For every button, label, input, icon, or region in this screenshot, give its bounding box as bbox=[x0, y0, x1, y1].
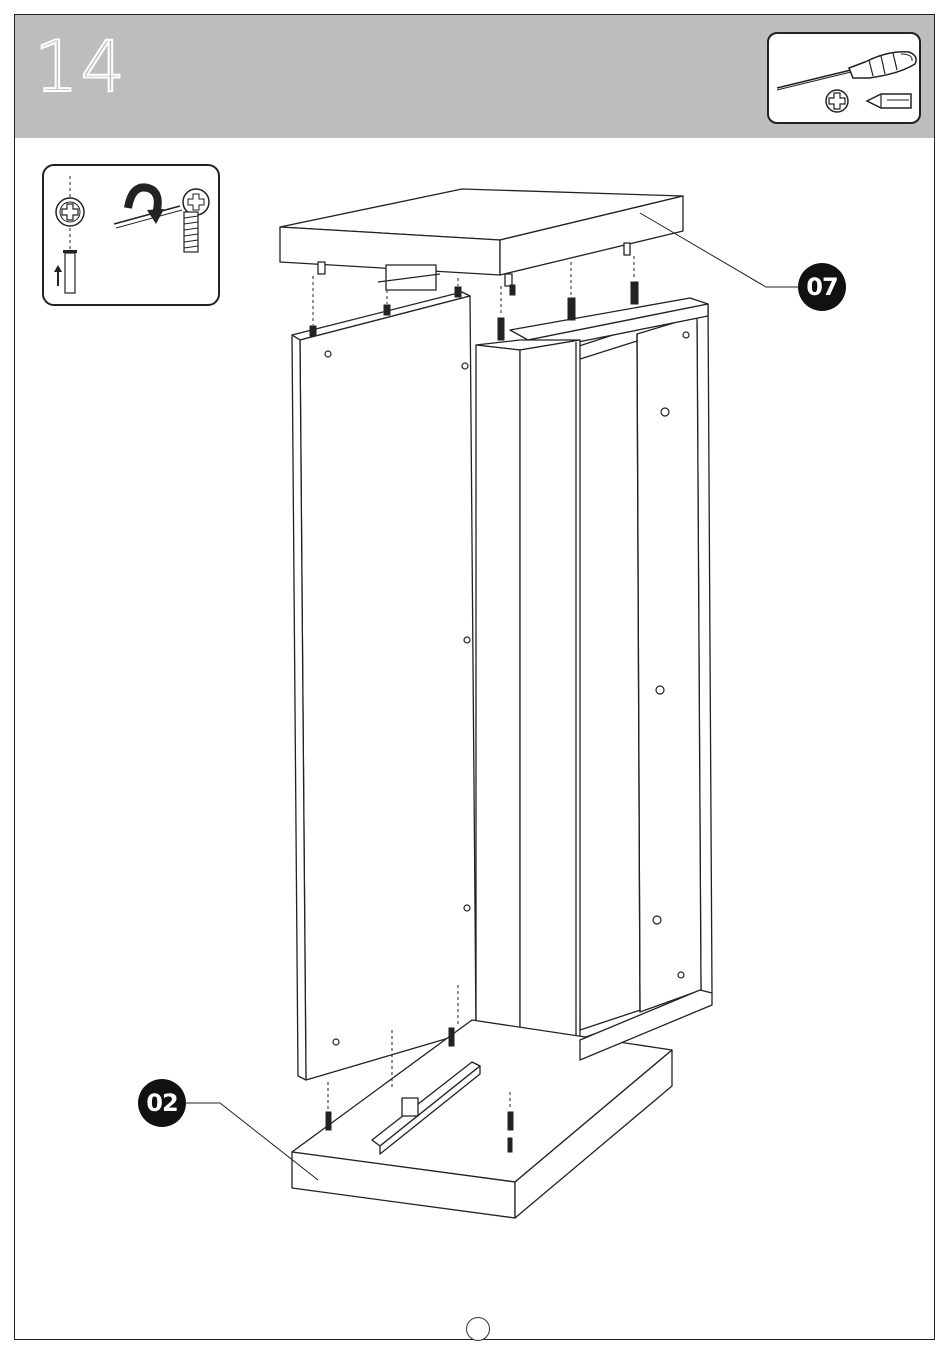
right-side-panel bbox=[573, 304, 712, 1040]
part-label-02: 02 bbox=[138, 1079, 186, 1127]
top-panel bbox=[280, 189, 683, 275]
left-side-panel bbox=[292, 292, 476, 1080]
page-number-circle bbox=[466, 1317, 490, 1341]
center-divider bbox=[476, 340, 580, 1110]
part-label-07: 07 bbox=[798, 263, 846, 311]
